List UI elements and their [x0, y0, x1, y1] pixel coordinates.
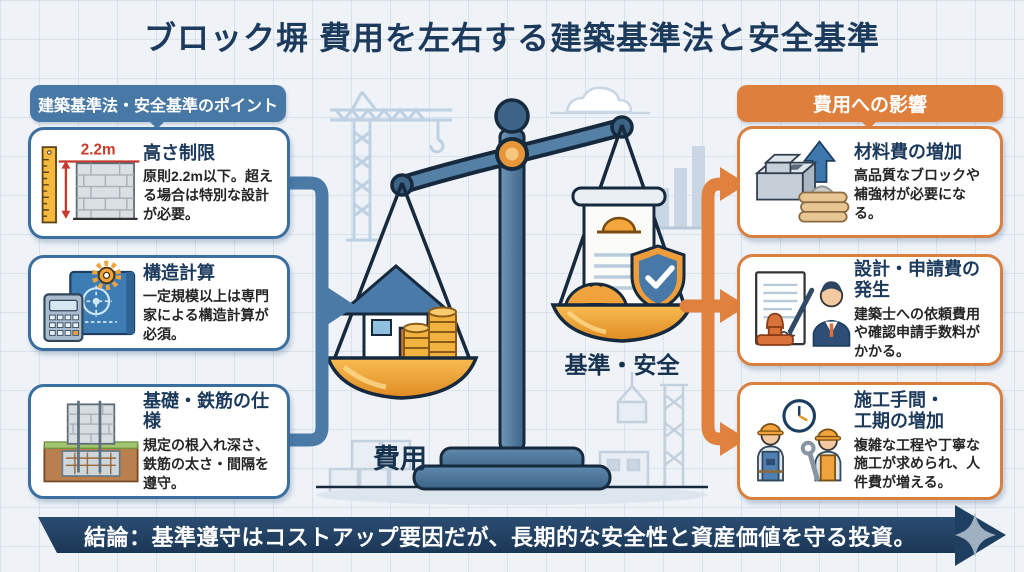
- safety-pan: 基準・安全: [550, 124, 694, 378]
- card-body: 高品質なブロックや補強材が必要になる。: [854, 167, 980, 221]
- design-fee-card: 設計・申請費の 発生 建築士への依頼費用や確認申請手数料がかかる。: [737, 254, 1003, 366]
- card-body: 建築士への依頼費用や確認申請手数料がかかる。: [854, 305, 980, 360]
- safety-pan-label: 基準・安全: [565, 352, 681, 378]
- structural-calc-card: 構造計算 一定規模以上は専門家による構造計算が必須。: [28, 255, 290, 351]
- coins-icon: [403, 306, 457, 361]
- card-body: 複雑な工程や丁寧な施工が求められ、人件費が増える。: [854, 436, 981, 491]
- left-panel-badge-label: 建築基準法・安全基準のポイント: [37, 97, 278, 115]
- house-icon: [335, 264, 457, 363]
- scale-beam: [390, 115, 634, 197]
- left-connector-arrow: [283, 176, 356, 447]
- balance-scale-icon: 費用 基準・安全: [316, 86, 710, 505]
- foundation-card: 基礎・鉄筋の仕様 規定の根入れ深さ、鉄筋の太さ・間隔を遵守。: [28, 384, 290, 499]
- cost-pan-label: 費用: [373, 444, 427, 474]
- calculator-blueprint-icon: [39, 260, 143, 346]
- building-tower-sketch: [598, 372, 688, 489]
- cloud-sketch: [550, 86, 650, 115]
- document-architect-icon: [748, 263, 854, 357]
- left-panel-badge: 建築基準法・安全基準のポイント: [30, 85, 286, 129]
- bar-chart-sketch: [648, 146, 710, 230]
- card-heading: 構造計算: [143, 262, 215, 283]
- ground-shadow: [316, 485, 708, 505]
- card-body: 一定規模以上は専門家による構造計算が必須。: [143, 288, 269, 342]
- card-heading: 基礎・鉄筋の仕様: [143, 390, 269, 432]
- svg-text:2.2m: 2.2m: [81, 141, 116, 158]
- ruler-wall-icon: 2.2m: [39, 134, 143, 232]
- scroll-document-icon: [571, 186, 667, 312]
- card-heading: 施工手間・ 工期の増加: [854, 390, 944, 431]
- conclusion-text: 結論：基準遵守はコストアップ要因だが、長期的な安全性と資産価値を守る投資。: [83, 525, 917, 550]
- shield-check-icon: [630, 244, 686, 312]
- worker-right: [800, 428, 842, 482]
- scale-base: [412, 98, 612, 491]
- labor-time-card: 施工手間・ 工期の増加 複雑な工程や丁寧な施工が求められ、人件費が増える。: [737, 382, 1003, 500]
- workers-clock-icon: [748, 393, 854, 489]
- material-cost-card: 材料費の増加 高品質なブロックや補強材が必要になる。: [737, 126, 1003, 238]
- right-panel-badge-label: 費用への影響: [812, 95, 927, 116]
- blocks-arrow-icon: [748, 136, 854, 228]
- card-body: 規定の根入れ深さ、鉄筋の太さ・間隔を遵守。: [143, 437, 269, 491]
- cost-pan: 費用: [325, 182, 479, 474]
- crane-sketch: [330, 91, 452, 242]
- card-body: 原則2.2m以下。超える場合は特別な設計が必要。: [143, 168, 273, 222]
- helmet-icon: [557, 282, 635, 321]
- worker-left: [757, 423, 784, 482]
- page-title: ブロック塀 費用を左右する建築基準法と安全基準: [144, 20, 880, 56]
- blocks-sketch: [328, 439, 420, 499]
- card-heading: 高さ制限: [143, 142, 215, 163]
- card-heading: 材料費の増加: [854, 141, 962, 162]
- card-heading: 設計・申請費の 発生: [854, 259, 980, 300]
- foundation-rebar-icon: [39, 392, 143, 492]
- height-limit-card: 2.2m 高さ制限 原則2.2m以下。超える場合は特別な設計が必要。: [28, 127, 290, 239]
- right-panel-badge: 費用への影響: [737, 85, 1003, 129]
